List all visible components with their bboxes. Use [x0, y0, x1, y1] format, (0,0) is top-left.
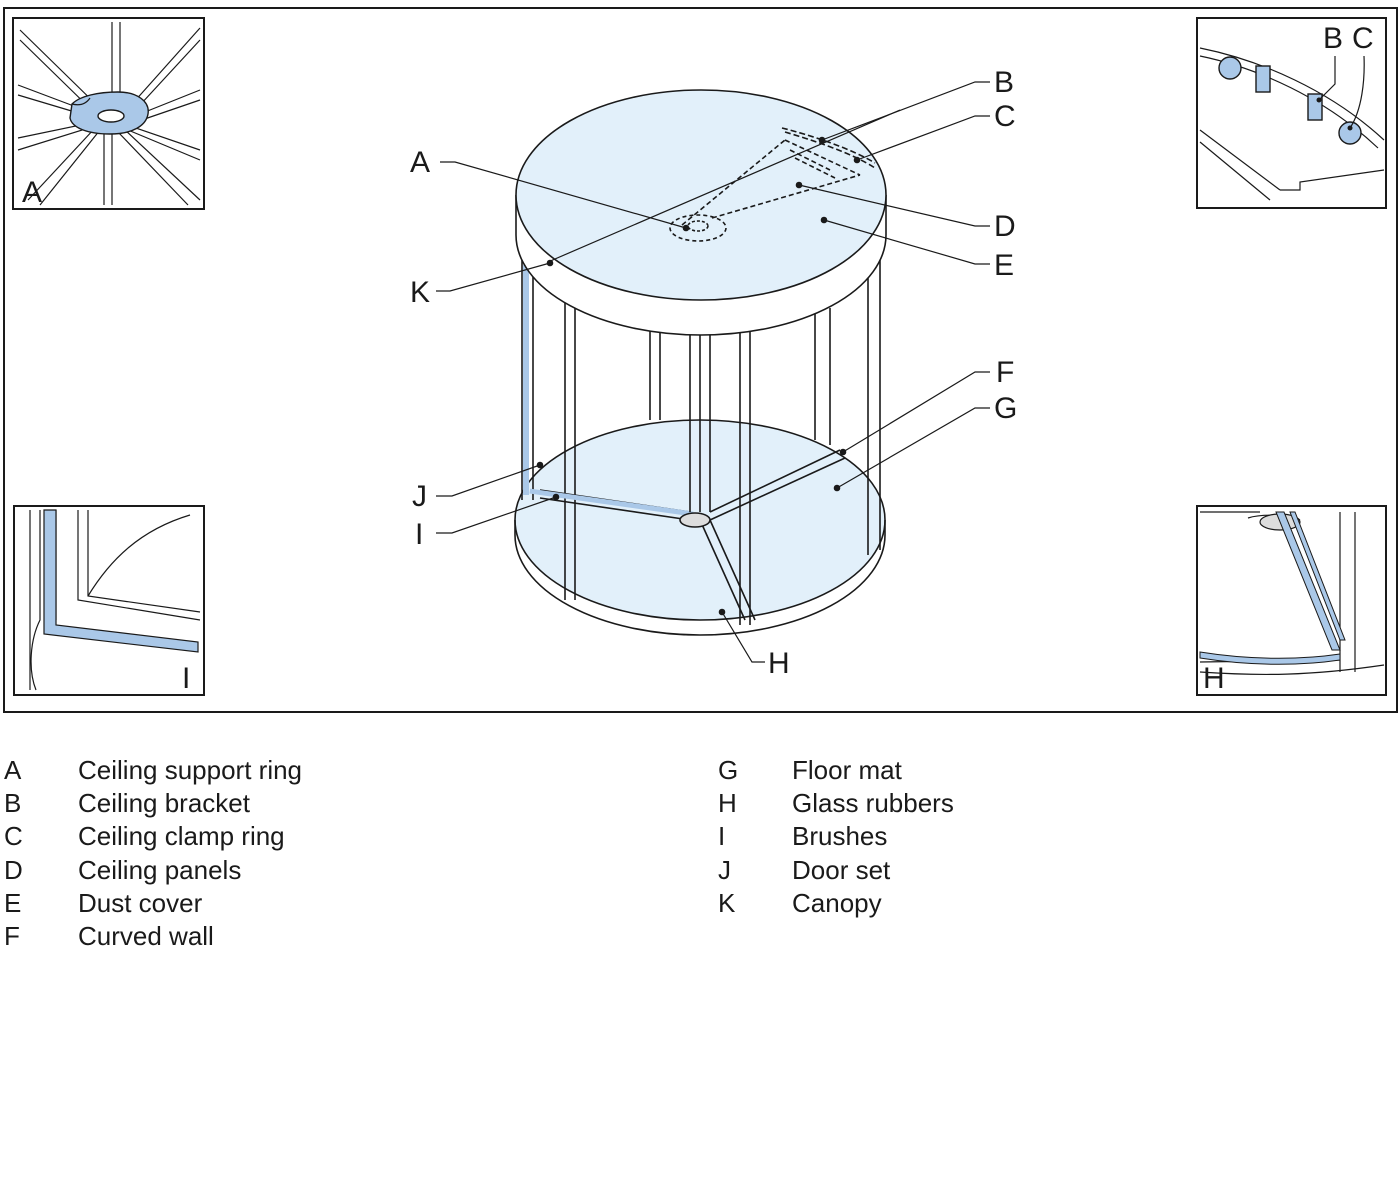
legend-key: E — [4, 887, 22, 918]
inset-ceiling-bracket-clamp — [1196, 17, 1387, 209]
legend-item-i: I Brushes — [718, 820, 954, 853]
legend-key: H — [718, 788, 737, 819]
legend-label: Ceiling support ring — [78, 755, 303, 785]
callout-d: D — [994, 210, 1016, 243]
callout-k: K — [410, 276, 430, 309]
callout-b: B — [994, 66, 1014, 99]
callout-g: G — [994, 392, 1017, 425]
inset-ceiling-support-ring — [12, 17, 205, 210]
curved-wall-left-glass — [523, 265, 529, 495]
leader-i — [436, 496, 557, 534]
legend-item-a: A Ceiling support ring — [4, 754, 302, 787]
legend-key: A — [4, 755, 22, 785]
inset-label-a: A — [22, 176, 42, 209]
revolving-door-diagram: A B C D E K J I F G H A — [3, 7, 1398, 713]
brush-strip — [529, 488, 694, 517]
inset-glass-rubbers — [1196, 505, 1387, 696]
legend-label: Ceiling clamp ring — [78, 821, 285, 852]
legend-item-k: K Canopy — [718, 887, 954, 920]
leader-k — [436, 262, 551, 292]
ceiling-bracket — [781, 127, 876, 164]
inset-brushes — [13, 505, 205, 696]
inset-label-h: H — [1203, 662, 1225, 695]
legend-key: C — [4, 821, 23, 852]
callout-c: C — [994, 100, 1016, 133]
callout-h: H — [768, 647, 790, 680]
legend-item-f: F Curved wall — [4, 920, 302, 953]
callout-f: F — [996, 356, 1014, 389]
leader-e — [823, 219, 990, 265]
inset-label-b: B — [1323, 22, 1343, 55]
leader-j — [436, 464, 541, 497]
legend-left-column: A Ceiling support ring B Ceiling bracket… — [4, 754, 302, 953]
dust-cover — [515, 89, 887, 301]
legend-label: Ceiling bracket — [78, 788, 250, 819]
revolving-door-drawing — [436, 81, 990, 663]
legend-key: K — [718, 887, 736, 918]
legend-item-c: C Ceiling clamp ring — [4, 820, 302, 853]
leader-f — [842, 371, 990, 453]
ceiling-support-ring — [669, 214, 727, 242]
legend-key: G — [718, 755, 739, 785]
inset-label-i: I — [182, 662, 190, 695]
callout-j: J — [412, 480, 427, 513]
legend-key: J — [718, 854, 731, 885]
legend-label: Dust cover — [78, 887, 203, 918]
legend-key: F — [4, 920, 20, 951]
callout-a: A — [410, 146, 430, 179]
legend-label: Floor mat — [792, 755, 902, 785]
legend-item-e: E Dust cover — [4, 887, 302, 920]
callout-e: E — [994, 249, 1014, 282]
legend-item-h: H Glass rubbers — [718, 787, 954, 820]
legend-label: Curved wall — [78, 920, 214, 951]
ceiling-panels — [681, 139, 861, 226]
leader-h — [721, 611, 765, 663]
leader-c — [856, 115, 990, 161]
legend-right-column: G Floor mat H Glass rubbers I Brushes J … — [718, 754, 954, 920]
legend-label: Door set — [792, 854, 891, 885]
legend-key: B — [4, 788, 22, 819]
legend-label: Glass rubbers — [792, 788, 954, 819]
legend-label: Brushes — [792, 821, 888, 852]
legend-key: I — [718, 821, 726, 852]
leader-b — [821, 81, 990, 141]
floor-rim — [514, 520, 886, 636]
legend-item-j: J Door set — [718, 854, 954, 887]
leader-a — [440, 161, 687, 229]
inset-label-c: C — [1352, 22, 1374, 55]
leader-d — [798, 184, 990, 227]
leader-g — [836, 407, 990, 489]
legend-label: Ceiling panels — [78, 854, 242, 885]
callout-i: I — [415, 518, 423, 551]
legend-item-d: D Ceiling panels — [4, 854, 302, 887]
legend-key: D — [4, 854, 23, 885]
legend-item-b: B Ceiling bracket — [4, 787, 302, 820]
legend-label: Canopy — [792, 887, 882, 918]
legend-item-g: G Floor mat — [718, 754, 954, 787]
